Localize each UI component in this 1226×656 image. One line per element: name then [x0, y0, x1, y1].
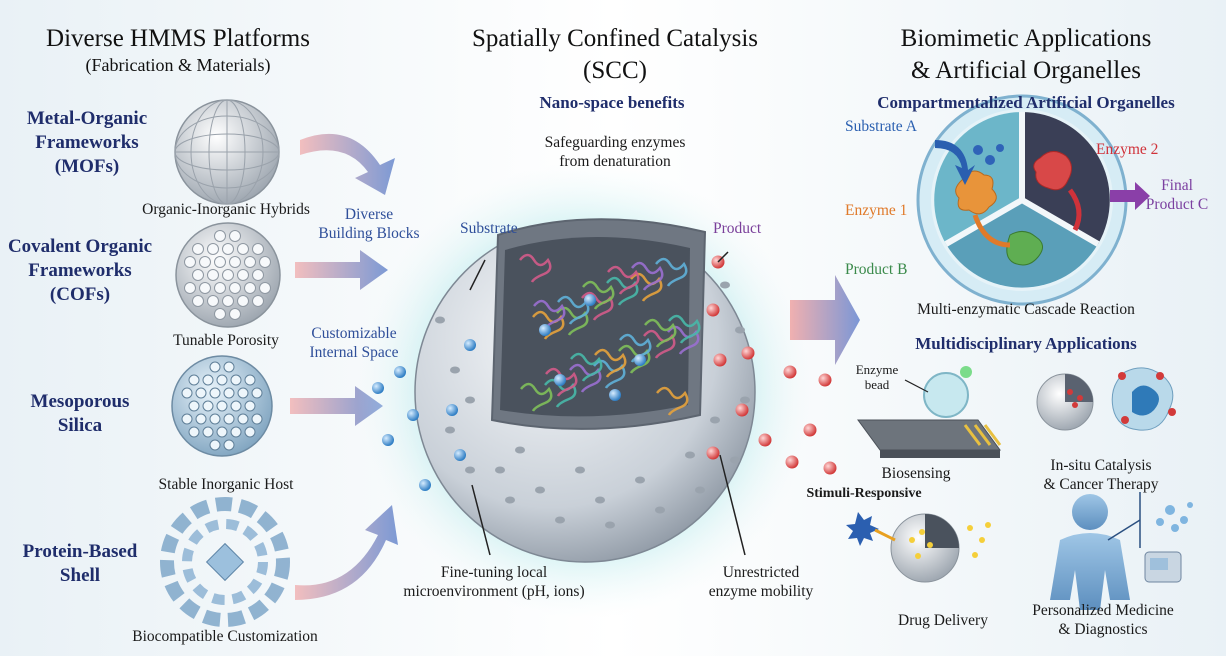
insitu-line1: In-situ Catalysis	[1050, 457, 1152, 474]
platform-silica-caption: Stable Inorganic Host	[158, 476, 294, 493]
center-title-abbr: (SCC)	[583, 57, 647, 84]
benefits-heading: Nano-space benefits	[539, 93, 685, 112]
benefit-protection-line1: Safeguarding enzymes	[544, 134, 686, 151]
substrate-a-arrow	[935, 140, 975, 185]
platform-cof-label: Covalent Organic Frameworks (COFs)	[8, 235, 152, 307]
big-transition-arrow	[790, 275, 860, 365]
arrow-cof	[295, 250, 388, 290]
platform-mof-line3: (MOFs)	[54, 156, 120, 177]
platform-protein-line2: Shell	[59, 565, 101, 586]
enzyme-bead-line2: bead	[864, 377, 890, 392]
platform-cof-line1: Covalent Organic	[7, 236, 153, 257]
biosensing-label: Biosensing	[881, 465, 951, 482]
insitu-line2: & Cancer Therapy	[1043, 476, 1159, 493]
arrow-mof	[300, 133, 395, 195]
substrate-pointer	[469, 259, 486, 291]
mobility-pointer	[719, 454, 746, 556]
platform-silica-line2: Silica	[57, 415, 103, 436]
final-product-line1: Final	[1161, 177, 1193, 194]
enzyme-bead-label: Enzyme bead	[856, 362, 899, 392]
final-product-arrow	[1110, 182, 1150, 210]
drug-delivery-label: Drug Delivery	[898, 612, 988, 629]
mobility-label: Unrestricted enzyme mobility	[709, 563, 814, 601]
enzyme-cluster	[519, 253, 701, 416]
central-nanoreactor	[414, 218, 756, 563]
artificial-organelle	[916, 94, 1150, 306]
platform-cof-line3: (COFs)	[49, 284, 111, 305]
drug-delivery-illustration	[846, 512, 991, 583]
customizable-line2: Internal Space	[309, 344, 399, 361]
platform-cof-line2: Frameworks	[28, 260, 132, 281]
biosensing-device	[857, 366, 1002, 458]
platform-cof-caption: Tunable Porosity	[173, 332, 279, 349]
building-blocks-line1: Diverse	[344, 206, 394, 223]
protein-shell	[160, 497, 290, 627]
enzyme-bead-line1: Enzyme	[855, 362, 899, 377]
personalized-line1: Personalized Medicine	[1032, 602, 1174, 619]
platform-mof-line2: Frameworks	[35, 132, 139, 153]
fine-tuning-line2: microenvironment (pH, ions)	[403, 583, 585, 600]
arrow-protein	[295, 505, 398, 600]
cascade-caption: Multi-enzymatic Cascade Reaction	[917, 301, 1135, 318]
product-b-label: Product B	[845, 261, 908, 278]
customizable-line1: Customizable	[311, 325, 397, 342]
customizable-space-label: Customizable Internal Space	[309, 324, 398, 362]
final-product-line2: Product C	[1145, 196, 1209, 213]
mobility-line1: Unrestricted	[722, 564, 800, 581]
left-title: Diverse HMMS Platforms	[46, 25, 310, 52]
platform-silica-label: Mesoporous Silica	[31, 390, 130, 438]
platform-protein-caption: Biocompatible Customization	[132, 628, 318, 645]
platform-mof-caption: Organic-Inorganic Hybrids	[142, 201, 310, 218]
mof-sphere	[174, 99, 280, 205]
benefit-protection: Safeguarding enzymes from denaturation	[545, 133, 686, 171]
building-blocks-line2: Building Blocks	[318, 225, 420, 242]
platform-protein-label: Protein-Based Shell	[23, 540, 138, 588]
center-title: Spatially Confined Catalysis	[471, 25, 759, 52]
apps-heading: Multidisciplinary Applications	[915, 334, 1137, 353]
substrate-label: Substrate	[460, 220, 518, 237]
cof-sphere	[175, 222, 281, 328]
insitu-therapy-illustration	[1036, 367, 1176, 431]
personalized-label: Personalized Medicine & Diagnostics	[1032, 601, 1174, 639]
platform-mof-line1: Metal-Organic	[26, 108, 148, 129]
platform-silica-line1: Mesoporous	[30, 391, 130, 412]
stimuli-label: Stimuli-Responsive	[806, 486, 922, 501]
right-title-line2: & Artificial Organelles	[910, 57, 1142, 84]
left-subtitle: (Fabrication & Materials)	[85, 55, 271, 75]
substrate-product-particles	[372, 255, 837, 491]
enzyme1-label: Enzyme 1	[845, 202, 908, 219]
diverse-building-blocks-label: Diverse Building Blocks	[318, 205, 419, 243]
fine-tuning-pointer	[471, 484, 491, 556]
right-title-line1: Biomimetic Applications	[900, 25, 1152, 52]
enzyme2-label: Enzyme 2	[1096, 141, 1159, 158]
productb-blob	[1006, 231, 1043, 266]
patient-silhouette	[1050, 492, 1193, 610]
benefit-protection-line2: from denaturation	[559, 153, 671, 170]
mobility-line2: enzyme mobility	[708, 583, 814, 600]
fine-tuning-line1: Fine-tuning local	[440, 564, 548, 581]
insitu-label: In-situ Catalysis & Cancer Therapy	[1043, 456, 1158, 494]
platform-mof-label: Metal-Organic Frameworks (MOFs)	[27, 107, 147, 179]
silica-sphere	[171, 355, 273, 457]
organelle-heading: Compartmentalized Artificial Organelles	[877, 93, 1175, 112]
product-pointer	[717, 251, 729, 263]
personalized-line2: & Diagnostics	[1058, 621, 1148, 638]
final-product-label: Final Product C	[1146, 176, 1208, 214]
platform-protein-line1: Protein-Based	[22, 541, 138, 562]
fine-tuning-label: Fine-tuning local microenvironment (pH, …	[403, 563, 584, 601]
product-label: Product	[713, 220, 762, 237]
substrate-a-label: Substrate A	[845, 118, 917, 135]
enzyme2-blob	[1033, 151, 1072, 191]
